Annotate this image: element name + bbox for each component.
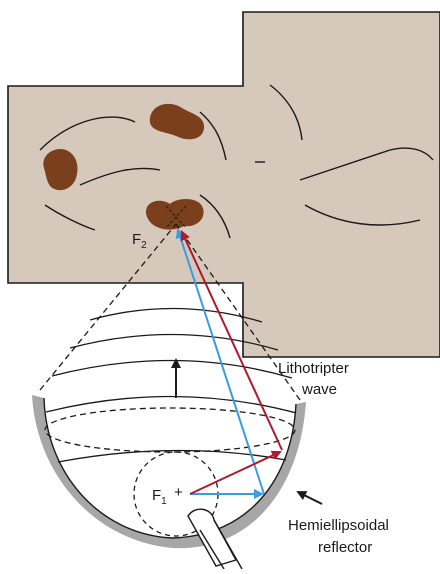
reflector-shell [32,395,306,548]
patient-body [8,12,440,357]
label-reflector: reflector [318,539,372,556]
reflector-pointer-arrow [298,492,322,504]
label-wave: wave [301,381,337,398]
ray-red-diagonal [190,452,280,494]
label-lithotripter: Lithotripter [278,360,349,377]
label-hemiellipsoidal: Hemiellipsoidal [288,517,389,534]
body-silhouette [8,12,440,357]
reflector-rim-ellipse [45,408,295,452]
reflector [32,395,306,548]
focus-f1-plus: + [174,484,183,501]
wavefront-1 [90,308,262,322]
wavefront-3 [52,360,292,378]
label-f1: F1 [152,487,167,507]
